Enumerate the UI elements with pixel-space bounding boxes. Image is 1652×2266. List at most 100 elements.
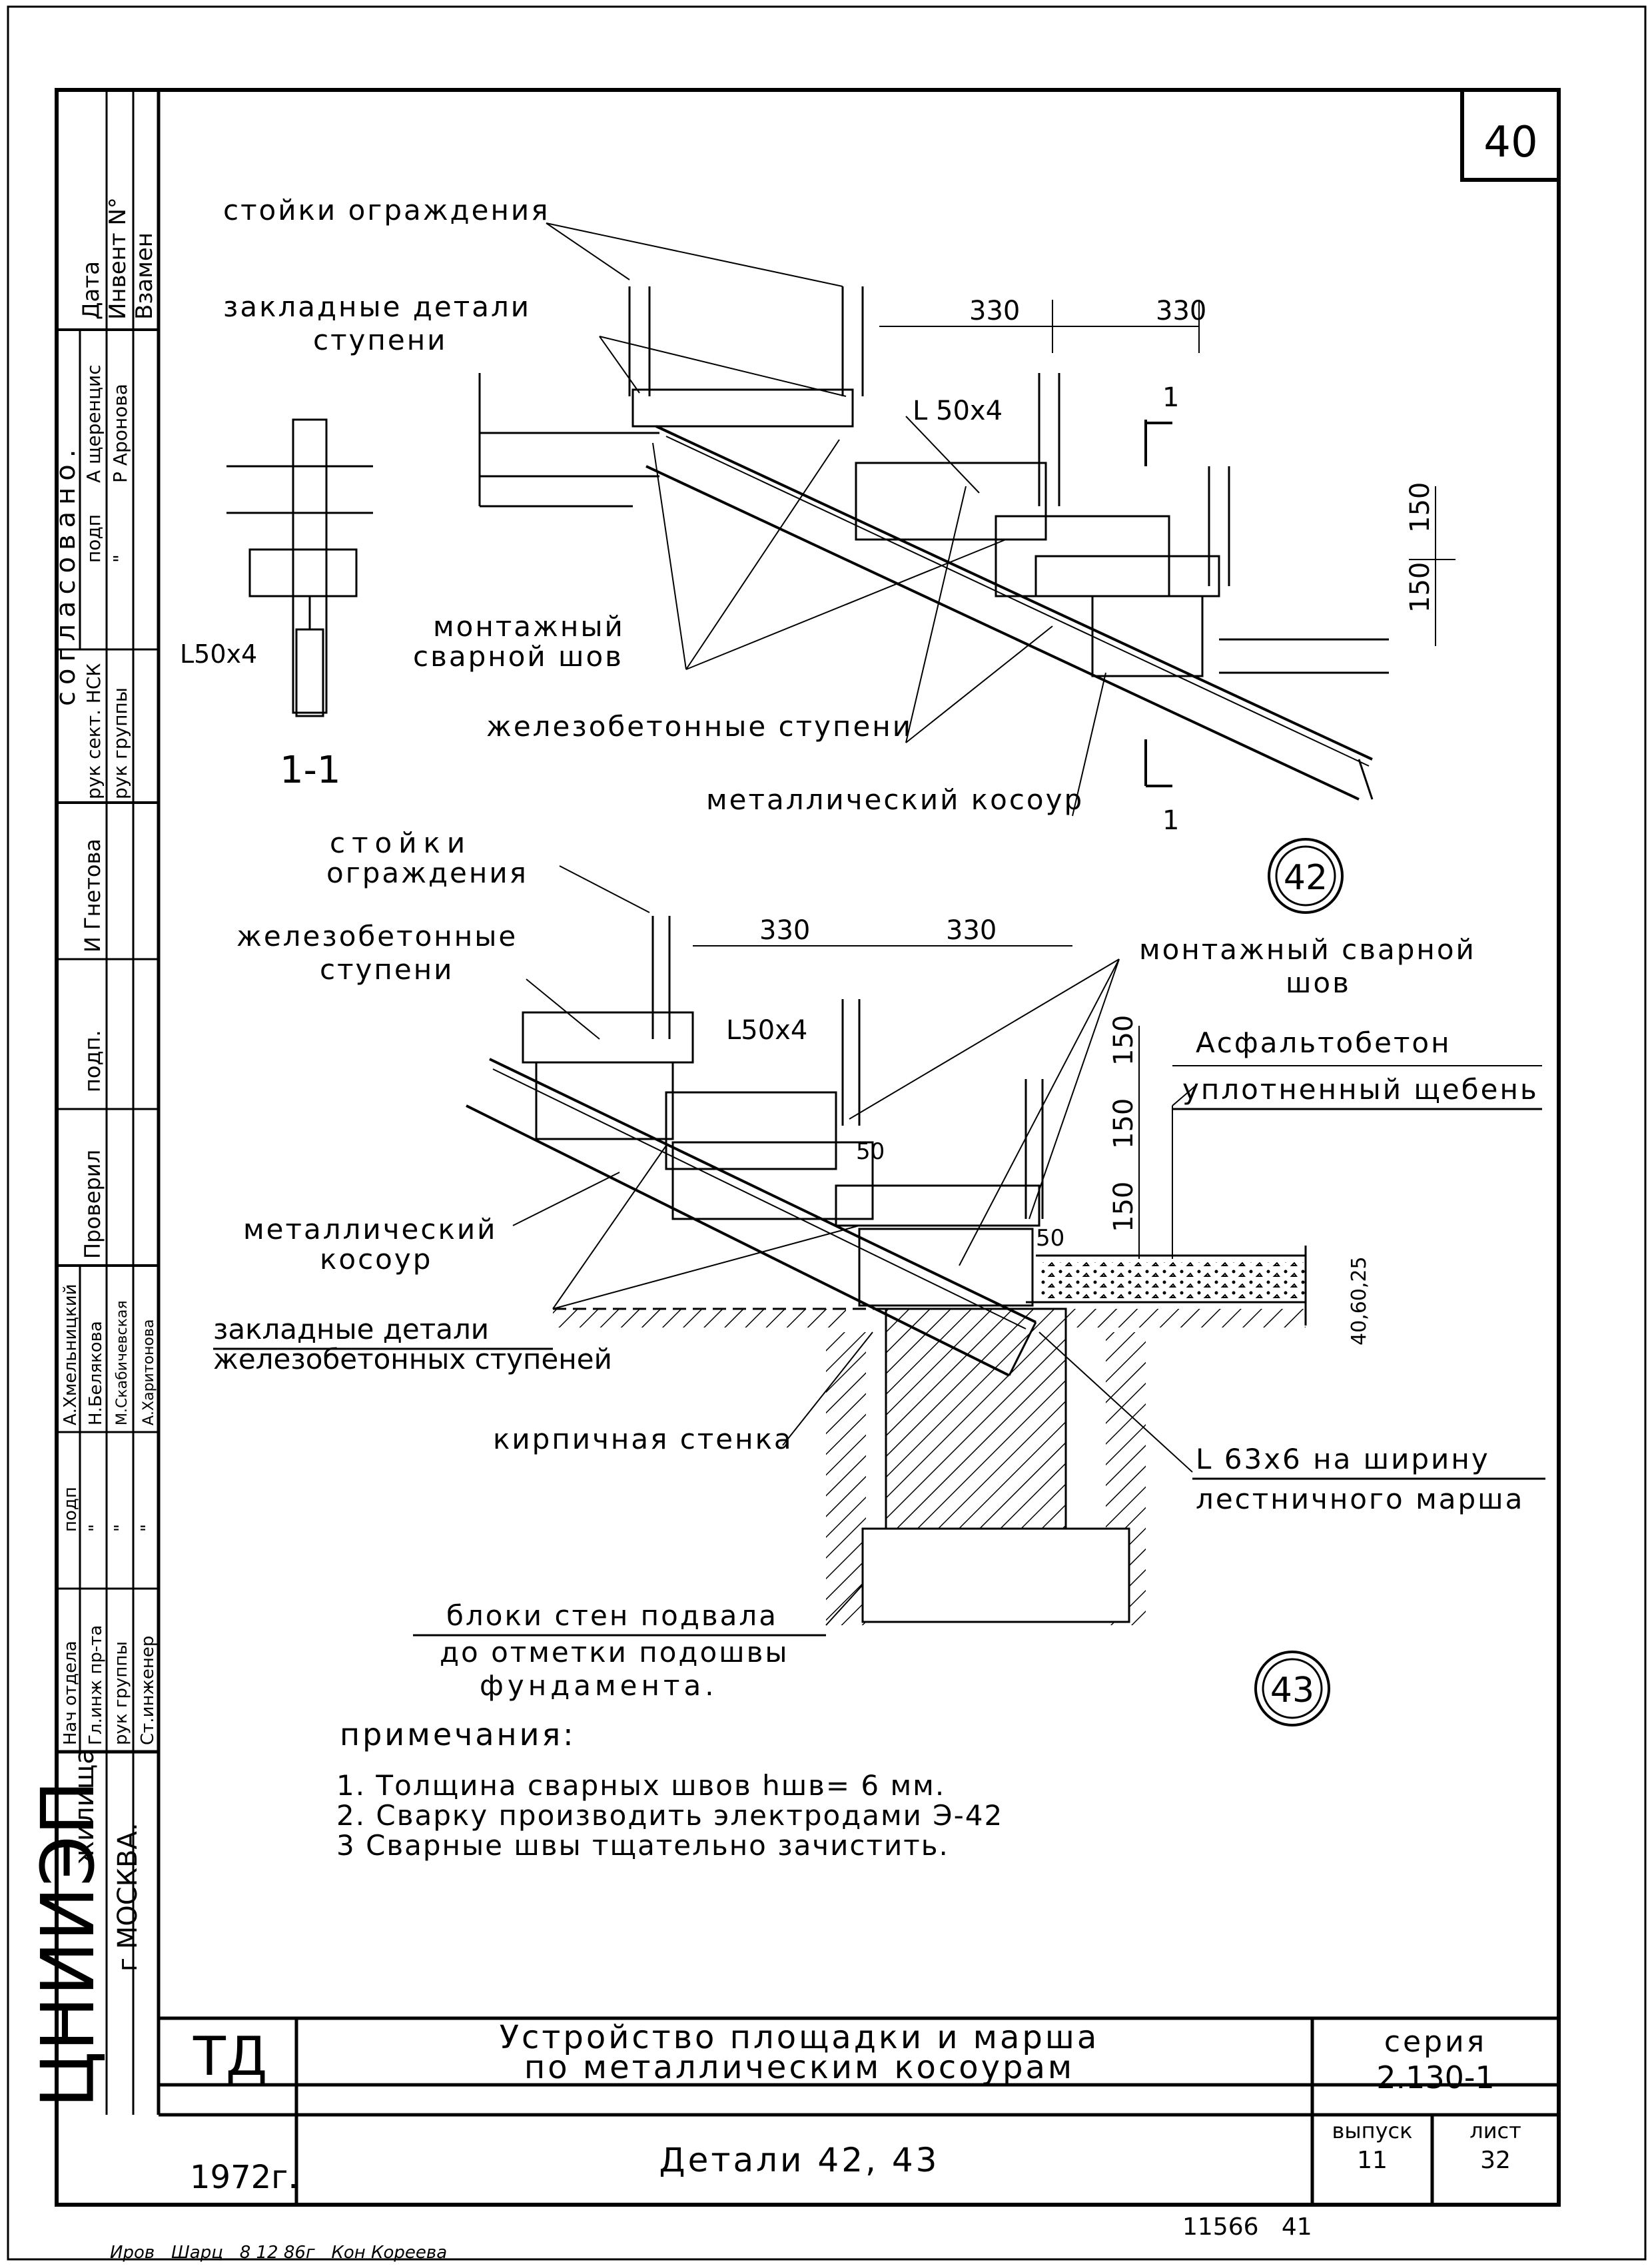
section-angle-label: L50х4 [180, 639, 257, 669]
d43-embedded-1: закладные детали [213, 1313, 489, 1345]
left-stamp: Дата Инвент N° Взамен согласовано. рук с… [25, 90, 159, 2115]
d43-circle [1254, 1651, 1330, 1726]
tb-code: ТД [193, 2026, 267, 2087]
tb-title-1: Устройство площадки и марша [500, 2019, 1099, 2056]
d43-blocks-2: до отметки подошвы [440, 1636, 789, 1669]
approval-name-1: А щеренцис [83, 364, 105, 483]
d42-stringer: металлический косоур [706, 783, 1084, 816]
d42-circle-label: 42 [1284, 858, 1328, 898]
d42-label-posts: стойки ограждения [223, 194, 550, 226]
author-name-4: А.Харитонова [141, 1320, 157, 1425]
d42-dim1: 330 [969, 296, 1020, 326]
tb-issue-label: выпуск [1332, 2118, 1413, 2143]
checker-sign: подп. [80, 1030, 105, 1092]
d43-stringer-1: металлический [243, 1213, 497, 1246]
footer-handwriting: Иров Шарц 8 12 86г Кон Кореева [110, 2243, 447, 2263]
approval-role-1: рук сект. НСК [83, 663, 105, 799]
sheet-number-box [1460, 88, 1561, 182]
d42-dim-h1: 150 [1405, 482, 1436, 533]
author-sign-3: " [111, 1524, 131, 1532]
d43-dim-h1: 150 [1108, 1015, 1139, 1066]
org-city: г МОСКВА. [113, 1822, 143, 1972]
author-sign-2: " [86, 1524, 106, 1532]
d43-embedded-2: железобетонных ступеней [213, 1343, 612, 1375]
d42-section-mark-bottom: 1 [1162, 805, 1179, 836]
section-1-1 [226, 418, 373, 717]
brick-wall [885, 1308, 1067, 1530]
d43-steps-2: ступени [320, 953, 454, 986]
approval-title: согласовано. [51, 443, 81, 706]
d43-dim2: 330 [946, 915, 997, 946]
tb-title-2: по металлическим косоурам [524, 2049, 1074, 2086]
header-inventory: Инвент N° [105, 197, 131, 320]
detail-42 [478, 222, 1455, 817]
d42-weld-1: монтажный [433, 610, 625, 643]
d43-dim-layers: 40,60,25 [1348, 1256, 1371, 1345]
tb-series-value: 2.130-1 [1376, 2060, 1495, 2095]
note-3: 3 Сварные швы тщательно зачистить. [336, 1829, 949, 1862]
d42-angle: L 50х4 [913, 396, 1003, 426]
d43-dim1: 330 [759, 915, 810, 946]
note-1: 1. Толщина сварных швов hшв= 6 мм. [336, 1769, 945, 1802]
d43-asphalt: Асфальтобетон [1196, 1026, 1451, 1059]
notes-title: примечания: [340, 1716, 576, 1752]
d43-gravel: уплотненный щебень [1182, 1073, 1539, 1106]
author-role-2: Гл.инж пр-та [86, 1625, 106, 1745]
d43-dim-h2: 150 [1108, 1098, 1139, 1149]
d42-dim2: 330 [1156, 296, 1206, 326]
d43-circle-label: 43 [1270, 1671, 1314, 1710]
author-role-1: Нач отдела [61, 1641, 81, 1745]
d43-angle: L50х4 [726, 1015, 807, 1046]
d43-steps-1: железобетонные [236, 920, 518, 952]
d42-circle [1268, 838, 1344, 914]
ground-hatch-right [1066, 1309, 1306, 1327]
sheet-number: 40 [1483, 118, 1537, 167]
d43-dim-50b: 50 [1036, 1225, 1064, 1252]
d42-steps: железобетонные ступени [486, 710, 913, 743]
org-sub: жилища [69, 1748, 100, 1865]
tb-sheet-label: лист [1469, 2118, 1521, 2143]
approval-name-2: Р Аронова [109, 384, 131, 483]
d43-l63-2: лестничного марша [1196, 1483, 1524, 1515]
author-role-3: рук группы [111, 1641, 131, 1745]
author-name-2: Н.Белякова [86, 1321, 106, 1425]
author-name-3: М.Скабичевская [114, 1300, 131, 1425]
foundation-hatch-left [826, 1332, 866, 1625]
d43-l63-1: L 63х6 на ширину [1196, 1443, 1490, 1475]
author-role-4: Ст.инженер [138, 1636, 158, 1745]
checker-role: Проверил [80, 1150, 105, 1259]
d43-blocks-3: фундамента. [480, 1669, 718, 1702]
gravel-layer [1039, 1262, 1306, 1302]
approval-role-2: рук группы [109, 687, 131, 799]
org-name: ЦНИИЭП [25, 1780, 111, 2108]
d43-dim-50a: 50 [856, 1138, 885, 1165]
d42-dim-h2: 150 [1405, 562, 1436, 613]
header-date: Дата [78, 261, 105, 320]
d42-weld-2: сварной шов [413, 640, 623, 673]
d43-weld-1: монтажный сварной [1139, 933, 1476, 966]
d42-circle-inner [1275, 845, 1336, 907]
tb-year: 1972г. [190, 2159, 298, 2196]
d43-stringer-2: косоур [320, 1243, 432, 1276]
title-block [159, 2016, 1559, 2205]
d43-brick: кирпичная стенка [493, 1423, 793, 1455]
d42-label-embedded-2: ступени [313, 324, 447, 356]
ground-hatch-left [553, 1309, 846, 1327]
header-replaces: Взамен [131, 232, 158, 320]
author-sign-1: подп [61, 1487, 81, 1532]
author-name-1: А.Хмельницкий [61, 1284, 81, 1425]
d43-posts-2: ограждения [326, 857, 528, 889]
tb-sheet-value: 32 [1480, 2147, 1511, 2174]
checker-name: И Гнетова [80, 839, 105, 952]
tb-subtitle: Детали 42, 43 [659, 2141, 940, 2179]
section-title: 1-1 [280, 749, 340, 792]
tb-series-label: серия [1384, 2025, 1487, 2059]
d43-weld-2: шов [1286, 966, 1351, 999]
outer-border [7, 5, 1647, 2261]
d43-blocks-1: блоки стен подвала [446, 1599, 778, 1632]
d43-circle-inner [1262, 1658, 1323, 1719]
note-2: 2. Сварку производить электродами Э-42 [336, 1799, 1003, 1832]
approval-sign-1: подп [83, 514, 105, 563]
d43-posts-1: стойки [330, 827, 472, 859]
